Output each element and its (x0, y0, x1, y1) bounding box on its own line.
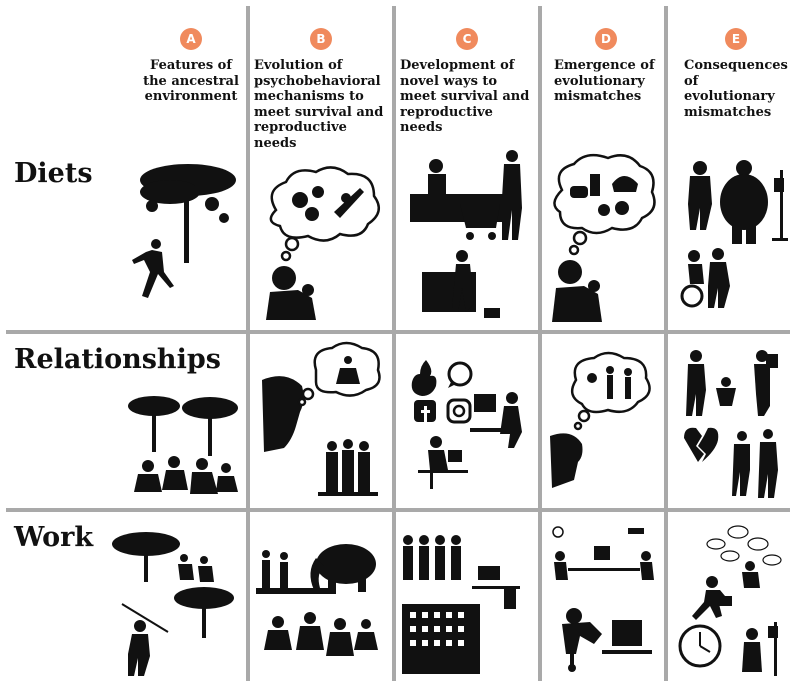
column-header-e: E Consequences of evolutionary mismatche… (684, 28, 788, 120)
column-title-e: Consequences of evolutionary mismatches (684, 58, 788, 120)
desk-icon (472, 566, 520, 609)
supermarket-illustration (410, 150, 522, 318)
iv-drip-icon (772, 170, 788, 241)
thought-cloud-icon (570, 351, 651, 431)
clock-icon (678, 624, 722, 668)
nurse-icon (742, 628, 762, 672)
tree-icon (128, 396, 238, 456)
family-icon (686, 350, 778, 416)
arguing-couple-icon (732, 429, 778, 498)
mismatch-relationship-illustration (550, 351, 651, 488)
campfire-group-icon (264, 612, 378, 656)
broken-heart-icon (684, 427, 719, 462)
social-media-illustration (411, 360, 522, 489)
shopping-cart-icon (460, 204, 500, 240)
meeting-icon (554, 528, 654, 580)
stressed-worker-icon (562, 608, 652, 672)
column-header-a: A Features of the ancestral environment (136, 28, 246, 105)
column-header-c: C Development of novel ways to meet surv… (400, 28, 534, 136)
elderly-person-icon (708, 248, 730, 308)
modern-work-illustration (402, 535, 520, 674)
badge-c: C (456, 28, 478, 50)
office-workers-icon (403, 535, 461, 580)
produce-stand-icon (422, 250, 500, 318)
work-mechanism-illustration (256, 544, 378, 656)
badge-e: E (725, 28, 747, 50)
row-divider (6, 508, 790, 512)
junk-food-craving-illustration (552, 153, 656, 322)
diet-mechanism-illustration (266, 166, 381, 320)
thinking-person-icon (266, 266, 316, 320)
badge-b: B (310, 28, 332, 50)
work-consequences-illustration (678, 525, 782, 676)
desk-user-icon (418, 436, 468, 489)
column-divider (538, 6, 542, 681)
thinking-person-icon (552, 260, 602, 322)
stressed-worker-icon (742, 561, 760, 588)
column-divider (392, 6, 396, 681)
column-title-c: Development of novel ways to meet surviv… (400, 58, 530, 135)
running-businessman-icon (692, 576, 732, 620)
column-title-d: Emergence of evolutionary mismatches (554, 58, 655, 104)
tree-icon (140, 164, 236, 263)
shopper-icon (502, 150, 522, 240)
column-title-b: Evolution of psychobehavioral mechanisms… (254, 58, 384, 151)
badge-a: A (180, 28, 202, 50)
column-header-b: B Evolution of psychobehavioral mechanis… (254, 28, 388, 151)
relationship-consequences-illustration (684, 350, 778, 498)
fruit-icon (292, 186, 364, 221)
profile-head-icon (550, 433, 583, 488)
wheelchair-icon (680, 250, 704, 308)
profile-head-icon (262, 376, 304, 452)
mammoth-icon (310, 544, 376, 592)
runner-icon (132, 239, 174, 298)
thought-cloud-icon (553, 153, 656, 256)
thought-cloud-icon (297, 341, 381, 407)
column-divider (664, 6, 668, 681)
ancestral-relationships-illustration (128, 396, 238, 494)
campfire-group-icon (134, 456, 238, 494)
ancestral-work-illustration (112, 532, 234, 676)
instagram-icon (446, 398, 472, 424)
junk-food-icon (570, 174, 638, 216)
hunter-icon (121, 554, 214, 676)
relationship-mechanism-illustration (262, 341, 381, 496)
row-label-work: Work (14, 522, 94, 553)
column-title-a: Features of the ancestral environment (143, 58, 239, 104)
group-of-people-icon (318, 439, 378, 496)
clock-icon (552, 526, 564, 538)
ancestral-diet-illustration (132, 164, 236, 298)
iv-drip-icon (768, 622, 778, 676)
obese-person-icon (720, 160, 768, 244)
column-divider (246, 6, 250, 681)
work-mismatch-illustration (552, 526, 654, 672)
facebook-icon (414, 400, 436, 422)
diet-consequences-illustration (680, 160, 788, 308)
hunter-icon (256, 550, 336, 594)
column-header-d: D Emergence of evolutionary mismatches (554, 28, 658, 105)
row-label-relationships: Relationships (14, 344, 221, 375)
row-label-diets: Diets (14, 158, 93, 189)
badge-d: D (595, 28, 617, 50)
computer-user-icon (470, 392, 522, 448)
whatsapp-icon (447, 361, 473, 388)
thought-cloud-icon (269, 166, 381, 262)
person-icon (688, 161, 712, 230)
tree-icon (112, 532, 234, 638)
tinder-icon (411, 360, 437, 396)
row-divider (6, 330, 790, 334)
speech-bubble-icon (706, 525, 782, 566)
office-building-icon (402, 604, 480, 674)
